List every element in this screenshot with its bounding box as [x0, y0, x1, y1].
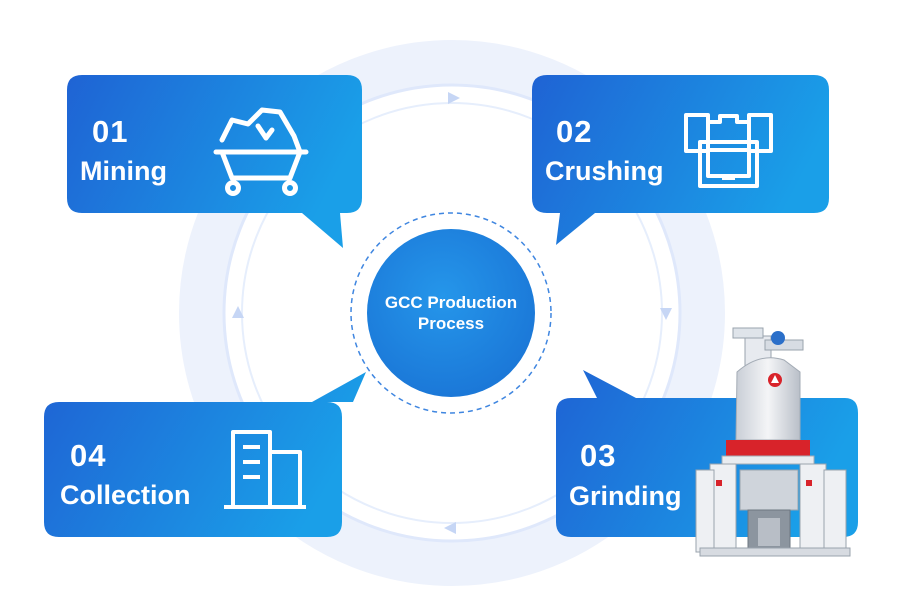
- background-ring: [179, 40, 725, 586]
- step-label-grinding: Grinding: [569, 481, 682, 511]
- step-label-collection: Collection: [60, 480, 191, 510]
- mine-cart-icon: [213, 107, 309, 196]
- step-box-crushing: [532, 75, 829, 245]
- step-label-mining: Mining: [80, 156, 167, 186]
- center-title-line2: Process: [417, 314, 485, 333]
- crusher-icon: [684, 113, 773, 188]
- grinding-mill-icon: [695, 327, 851, 557]
- step-number-04: 04: [70, 438, 107, 473]
- step-box-mining: [67, 75, 362, 248]
- center-title: GCC Production Process: [367, 292, 535, 334]
- center-title-line1: GCC Production: [384, 293, 518, 312]
- step-label-crushing: Crushing: [545, 156, 664, 186]
- silo-building-icon: [224, 430, 306, 509]
- step-number-02: 02: [556, 114, 593, 149]
- step-number-03: 03: [580, 438, 617, 473]
- center-circle: [367, 229, 535, 397]
- flow-arrow-icon: [232, 92, 672, 534]
- center-dashed-ring: [350, 212, 552, 414]
- step-box-collection: [44, 372, 366, 537]
- step-number-01: 01: [92, 114, 129, 149]
